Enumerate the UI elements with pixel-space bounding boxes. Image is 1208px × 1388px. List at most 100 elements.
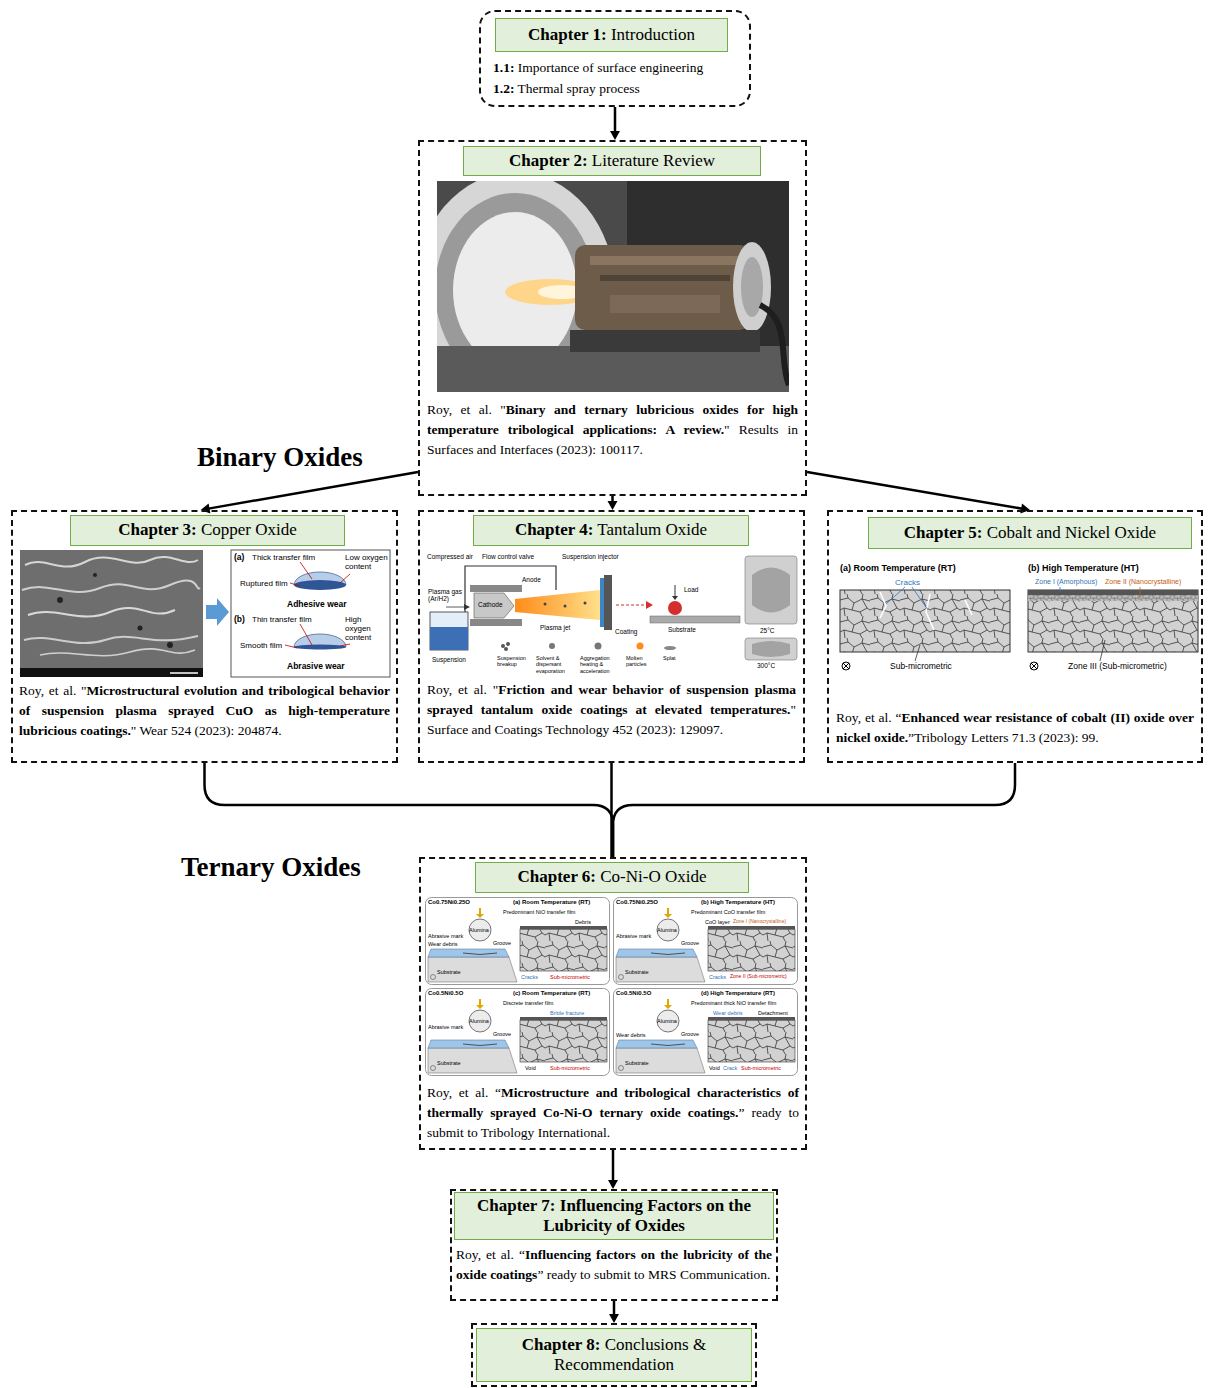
bold-run: 1.1: <box>493 60 514 75</box>
figure-label: Substrate <box>437 1060 461 1066</box>
chapter-heading: Chapter 6: Co-Ni-O Oxide <box>517 867 706 887</box>
connector <box>609 1301 619 1323</box>
figure-label: Sub-micrometric <box>890 662 952 672</box>
figure-label: (b) <box>234 615 245 625</box>
figure-label: Cathode <box>478 601 503 608</box>
figure-label: Groove <box>493 1031 511 1037</box>
chapter-box: 1.1: Importance of surface engineering1.… <box>479 10 751 107</box>
bold-run: Chapter 4: <box>515 520 594 539</box>
chapter-title: Chapter 4: Tantalum Oxide <box>473 515 749 546</box>
chapter-title: Chapter 3: Copper Oxide <box>70 515 345 546</box>
connector <box>608 496 618 510</box>
chapter-heading: Chapter 3: Copper Oxide <box>118 520 297 540</box>
group-heading: Binary Oxides <box>197 442 363 473</box>
figure-label: Brittle fracture <box>550 1010 584 1016</box>
figure-label: Co0.5Ni0.5O <box>616 990 651 997</box>
figure-label: Co0.75Ni0.25O <box>616 899 658 906</box>
microstructure-figure <box>840 587 1198 670</box>
figure-label: Alumina <box>657 927 677 933</box>
citation: Roy, et al. "Friction and wear behavior … <box>427 680 796 740</box>
connector <box>201 472 418 513</box>
figure-label: (a) Room Temperature (RT) <box>840 563 956 573</box>
figure-label: Substrate <box>625 969 649 975</box>
figure-label: Detachment <box>758 1010 788 1016</box>
section-item: 1.1: Importance of surface engineering <box>493 58 703 78</box>
chapter-box: Roy, et al. "Friction and wear behavior … <box>418 510 805 763</box>
chapter-box: Roy, et al. "Binary and ternary lubricio… <box>418 140 807 496</box>
connector <box>608 1150 618 1189</box>
section-item: 1.2: Thermal spray process <box>493 79 640 99</box>
bold-run: Influencing factors on the lubricity of … <box>456 1247 772 1282</box>
chapter-box: Roy, et al. “Influencing factors on the … <box>450 1189 778 1301</box>
block-arrow <box>206 598 229 626</box>
figure-label: Plasma jet <box>540 624 570 631</box>
figure-label: Flow control valve <box>482 553 534 560</box>
bold-run: 1.2: <box>493 81 514 96</box>
figure-label: Sub-micrometric <box>741 1065 781 1071</box>
figure-label: Substrate <box>625 1060 649 1066</box>
figure-label: (b) High Temperature (HT) <box>701 899 775 906</box>
chapter-title: Chapter 8: Conclusions & Recommendation <box>476 1328 752 1382</box>
bold-run: Chapter 1: <box>528 25 607 44</box>
connector <box>610 107 620 140</box>
connector <box>613 763 1015 857</box>
figure-label: Abrasive mark <box>428 1024 463 1030</box>
figure-label: Plasma gas (Ar/H2) <box>428 588 468 603</box>
wear-panels <box>426 898 798 1076</box>
figure-label: Groove <box>681 940 699 946</box>
figure-label: Co0.75Ni0.25O <box>428 899 470 906</box>
citation: Roy, et al. “Influencing factors on the … <box>456 1245 772 1285</box>
figure-label: Predominant NiO transfer film <box>503 909 575 915</box>
arrow-head <box>609 1314 619 1323</box>
figure-label: (c) Room Temperature (RT) <box>513 990 590 997</box>
figure-label: Wear debris <box>713 1010 743 1016</box>
chapter-heading: Chapter 7: Influencing Factors on the Lu… <box>461 1196 767 1237</box>
bold-run: Microstructure and tribological characte… <box>427 1085 799 1120</box>
connector-line <box>612 1150 615 1181</box>
chapter-box: Roy, et al. "Microstructural evolution a… <box>11 510 398 763</box>
figure-label: Smooth film <box>240 641 282 650</box>
connector-line <box>613 763 1015 857</box>
figure-label: Solvent & dispersant evaporation <box>536 655 578 674</box>
figure-label: Splat <box>663 655 676 661</box>
figure-label: Low oxygen content <box>345 553 389 571</box>
wear-schematic <box>231 550 390 677</box>
figure-label: Zone III (Sub-micrometric) <box>1068 662 1167 672</box>
figure-label: Void <box>525 1065 536 1071</box>
figure-label: Wear debris <box>616 1032 646 1038</box>
figure-label: (a) <box>234 553 244 563</box>
bold-run: Enhanced wear resistance of cobalt (II) … <box>836 710 1194 745</box>
bold-run: Chapter 5: <box>904 523 983 542</box>
figure-label: (d) High Temperature (RT) <box>701 990 775 997</box>
figure-label: Cracks <box>521 974 538 980</box>
bold-run: Chapter 6: <box>517 867 596 886</box>
figure-label: CoO layer <box>705 919 730 925</box>
citation: Roy, et al. "Binary and ternary lubricio… <box>427 400 798 460</box>
figure-label: Sub-micrometric <box>550 974 590 980</box>
figure-label: Thick transfer film <box>252 553 315 562</box>
citation: Roy, et al. “Enhanced wear resistance of… <box>836 708 1194 748</box>
engine-photo <box>437 181 789 392</box>
figure-label: Abrasive wear <box>287 662 345 672</box>
connector <box>205 763 614 857</box>
figure-label: Sub-micrometric <box>550 1065 590 1071</box>
figure-label: Groove <box>681 1031 699 1037</box>
bold-run: Chapter 3: <box>118 520 197 539</box>
chapter-heading: Chapter 8: Conclusions & Recommendation <box>483 1335 745 1376</box>
figure-label: Cracks <box>895 578 920 587</box>
figure-label: High oxygen content <box>345 615 389 643</box>
figure-label: Substrate <box>437 969 461 975</box>
bold-run: Microstructural evolution and tribologic… <box>19 683 390 738</box>
connector <box>807 472 1030 513</box>
figure-label: Wear debris <box>428 941 458 947</box>
chapter-box: Roy, et al. “Enhanced wear resistance of… <box>827 510 1203 763</box>
figure-label: Co0.5Ni0.5O <box>428 990 463 997</box>
figure-label: Groove <box>493 940 511 946</box>
figure-label: 25°C <box>760 627 775 634</box>
figure-label: Void <box>709 1065 720 1071</box>
figure-label: Suspension injector <box>562 553 619 560</box>
bold-run: Chapter 8: <box>522 1335 601 1354</box>
chapter-title: Chapter 2: Literature Review <box>463 146 761 176</box>
chapter-title: Chapter 5: Cobalt and Nickel Oxide <box>868 517 1192 549</box>
